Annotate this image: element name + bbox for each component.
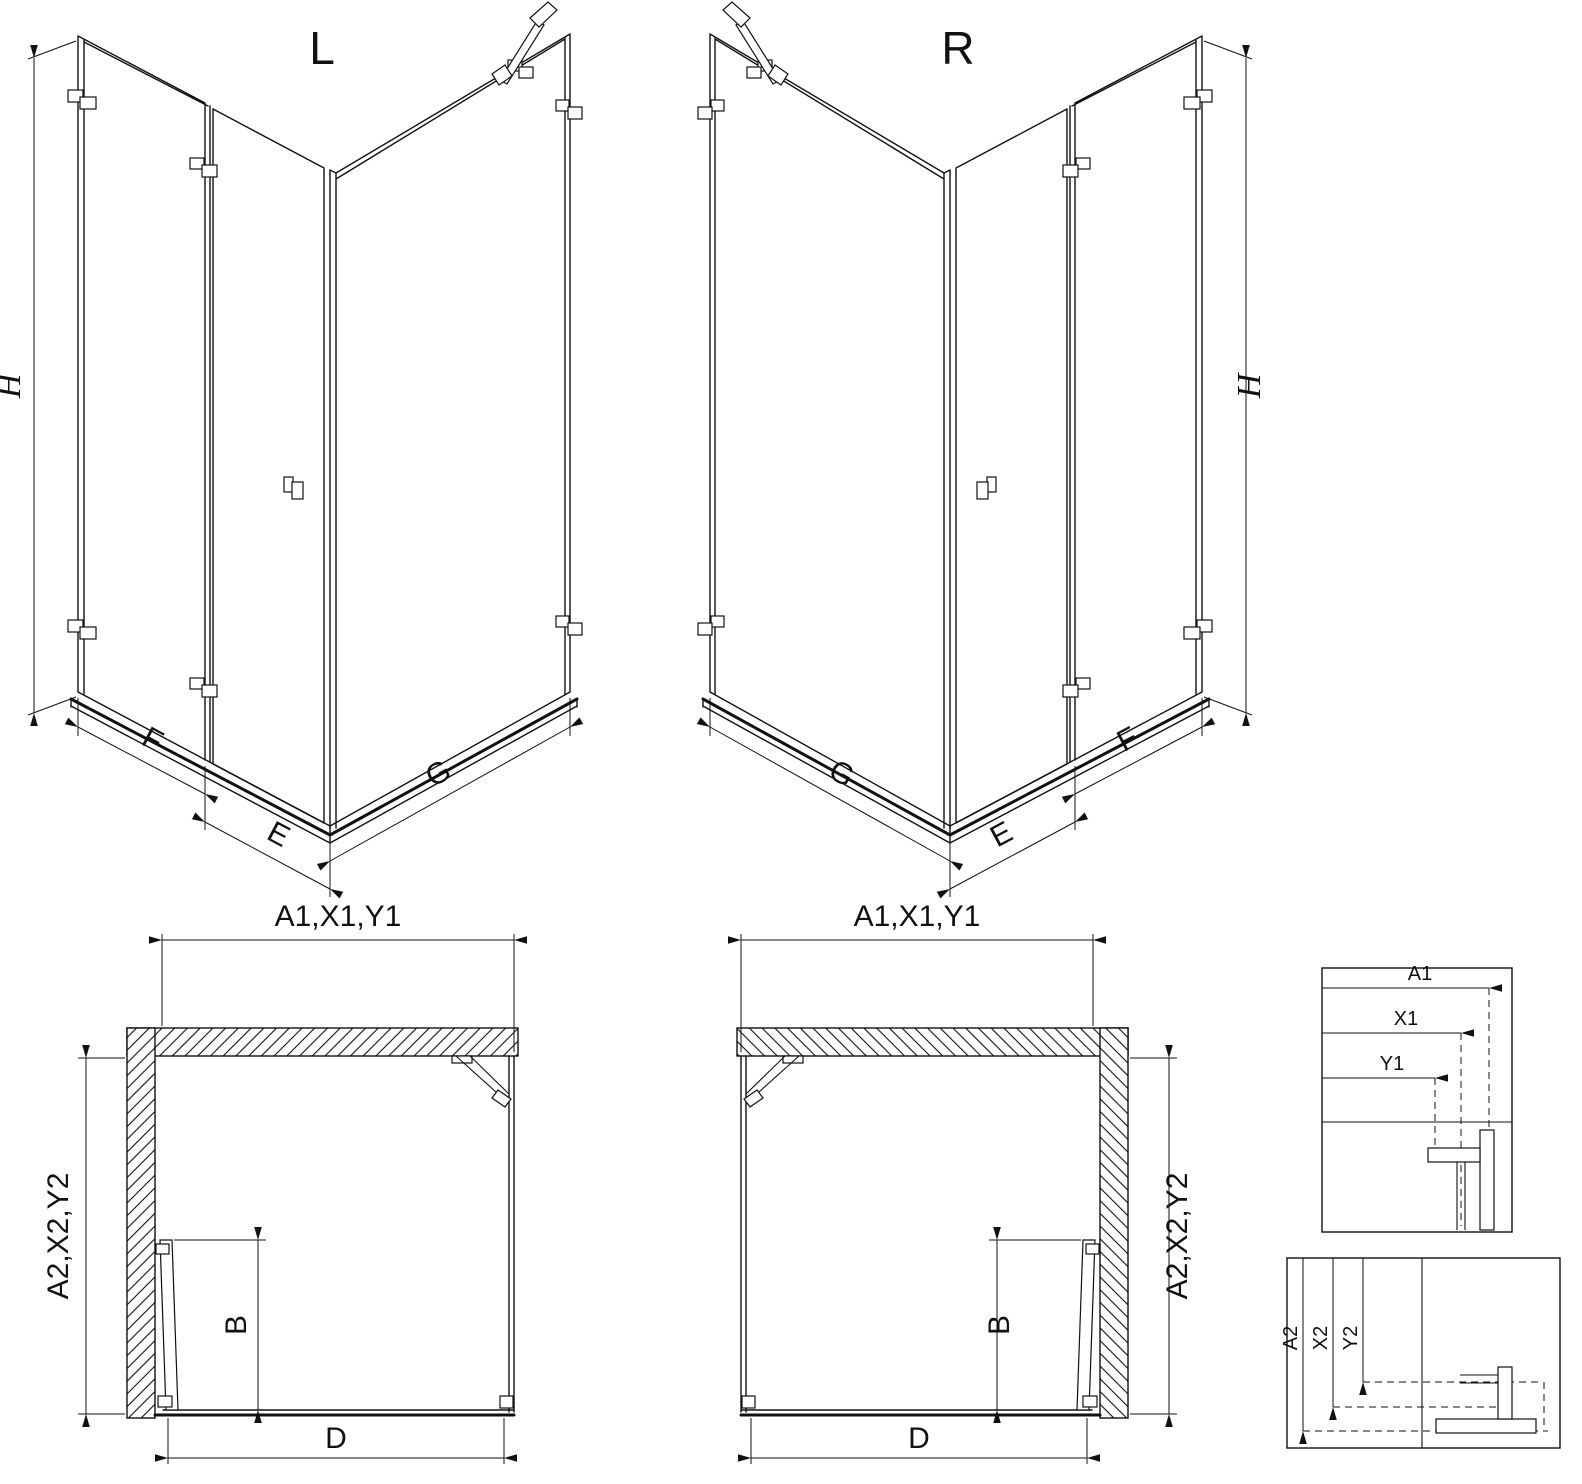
dim-label-a2x2y2-left: A2,X2,Y2	[42, 1173, 75, 1300]
dim-label-g-right: G	[823, 754, 859, 794]
detail-label-x1: X1	[1394, 1008, 1418, 1030]
left-3d-view	[28, 2, 582, 897]
dim-label-d-left: D	[325, 1422, 347, 1455]
dim-label-h-left: H	[0, 371, 28, 399]
dim-label-b-left: B	[220, 1315, 253, 1335]
variant-label-left: L	[309, 22, 335, 74]
dim-label-d-right: D	[908, 1422, 930, 1455]
detail-horizontal-measures: A1 X1 Y1	[1321, 963, 1513, 1233]
detail-label-y2: Y2	[1340, 1326, 1362, 1350]
dim-label-e-right: E	[985, 815, 1018, 854]
detail-label-a1: A1	[1408, 963, 1432, 985]
dim-label-b-right: B	[983, 1315, 1016, 1335]
dim-label-g-left: G	[420, 754, 456, 794]
detail-label-x2: X2	[1310, 1326, 1332, 1350]
left-plan-view	[78, 934, 518, 1464]
detail-label-y1: Y1	[1380, 1053, 1404, 1075]
detail-vertical-measures: A2 X2 Y2	[1280, 1257, 1561, 1449]
right-plan-view	[737, 934, 1177, 1464]
dim-label-a1x1y1-left: A1,X1,Y1	[275, 900, 402, 933]
dim-label-h-right: H	[1231, 371, 1268, 399]
right-3d-view	[698, 2, 1252, 897]
dim-label-a2x2y2-right: A2,X2,Y2	[1161, 1173, 1194, 1300]
variant-label-right: R	[941, 22, 974, 74]
dim-label-e-left: E	[262, 815, 295, 854]
detail-label-a2: A2	[1280, 1326, 1302, 1350]
dim-label-a1x1y1-right: A1,X1,Y1	[854, 900, 981, 933]
